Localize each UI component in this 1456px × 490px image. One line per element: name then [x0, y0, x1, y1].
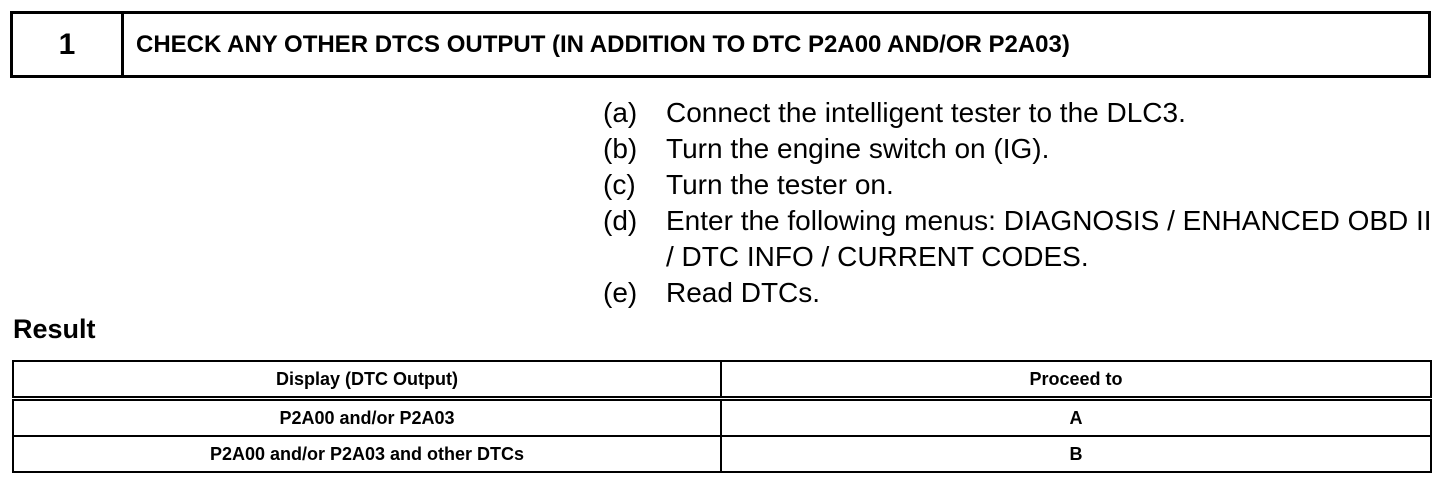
step-marker: (a) [603, 97, 638, 128]
step-number: 1 [13, 14, 124, 75]
step-header: 1 CHECK ANY OTHER DTCS OUTPUT (IN ADDITI… [10, 11, 1431, 78]
column-header-proceed: Proceed to [720, 360, 1432, 401]
step-text: Turn the tester on. [666, 169, 894, 200]
result-table: Display (DTC Output) Proceed to P2A00 an… [12, 360, 1432, 473]
step-marker: (e) [603, 277, 638, 308]
table-row: P2A00 and/or P2A03 A [12, 397, 1432, 437]
step-marker: (c) [603, 169, 636, 200]
table-row: P2A00 and/or P2A03 and other DTCs B [12, 435, 1432, 473]
procedure-step: (b) Turn the engine switch on (IG). [603, 131, 1433, 167]
table-header-row: Display (DTC Output) Proceed to [12, 360, 1432, 401]
table-cell-proceed: B [720, 435, 1432, 473]
step-title: CHECK ANY OTHER DTCS OUTPUT (IN ADDITION… [136, 30, 1070, 58]
procedure-step: (a) Connect the intelligent tester to th… [603, 95, 1433, 131]
step-marker: (b) [603, 133, 638, 164]
step-text: Enter the following menus: DIAGNOSIS / E… [666, 205, 1432, 272]
step-text: Connect the intelligent tester to the DL… [666, 97, 1186, 128]
step-marker: (d) [603, 205, 638, 236]
procedure-list: (a) Connect the intelligent tester to th… [603, 95, 1433, 311]
procedure-step: (d) Enter the following menus: DIAGNOSIS… [603, 203, 1433, 275]
procedure-step: (e) Read DTCs. [603, 275, 1433, 311]
column-header-display: Display (DTC Output) [12, 360, 722, 401]
table-cell-display: P2A00 and/or P2A03 [12, 397, 722, 437]
table-cell-proceed: A [720, 397, 1432, 437]
table-cell-display: P2A00 and/or P2A03 and other DTCs [12, 435, 722, 473]
procedure-step: (c) Turn the tester on. [603, 167, 1433, 203]
step-text: Read DTCs. [666, 277, 821, 308]
step-text: Turn the engine switch on (IG). [666, 133, 1050, 164]
result-heading: Result [13, 314, 96, 344]
